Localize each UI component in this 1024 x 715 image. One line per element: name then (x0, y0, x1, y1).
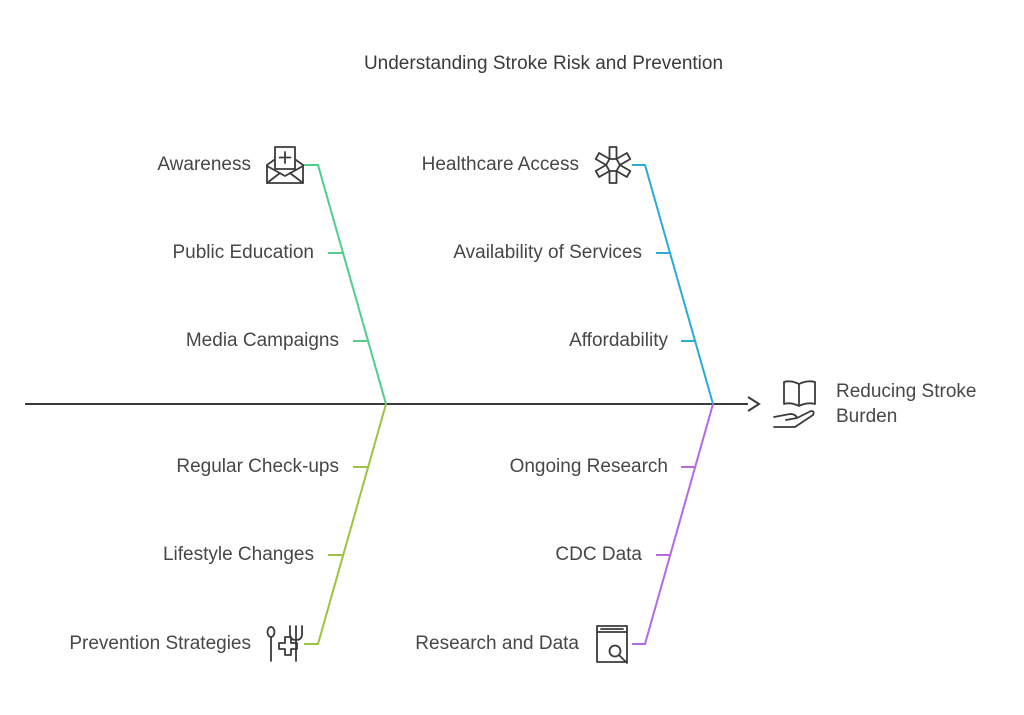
diagram-title: Understanding Stroke Risk and Prevention (363, 53, 724, 74)
category-awareness: Awareness (157, 154, 251, 175)
cause-regular-check-ups: Regular Check-ups (176, 456, 339, 477)
spine-arrowhead (747, 396, 761, 412)
cause-media-campaigns: Media Campaigns (185, 330, 339, 351)
cause-ongoing-research: Ongoing Research (509, 456, 668, 477)
hand-book-icon (773, 380, 816, 428)
bone-awareness (304, 164, 387, 405)
bone-prevention-strategies (304, 403, 387, 645)
cause-lifestyle-changes: Lifestyle Changes (162, 544, 314, 565)
book-search-icon (596, 625, 628, 664)
effect-label-line2: Burden (836, 406, 898, 427)
asterisk-medical-icon (594, 146, 632, 184)
envelope-plus-icon (266, 146, 304, 184)
cause-availability-of-services: Availability of Services (453, 242, 642, 263)
category-prevention-strategies: Prevention Strategies (69, 633, 251, 654)
utensils-health-icon (266, 625, 303, 662)
effect-label-line1: Reducing Stroke (836, 381, 977, 402)
cause-affordability: Affordability (569, 330, 668, 351)
bone-healthcare-access (632, 164, 714, 405)
bone-research-and-data (632, 403, 714, 645)
cause-public-education: Public Education (172, 242, 314, 263)
category-healthcare-access: Healthcare Access (421, 154, 579, 175)
category-research-and-data: Research and Data (415, 633, 579, 654)
cause-cdc-data: CDC Data (555, 544, 642, 565)
